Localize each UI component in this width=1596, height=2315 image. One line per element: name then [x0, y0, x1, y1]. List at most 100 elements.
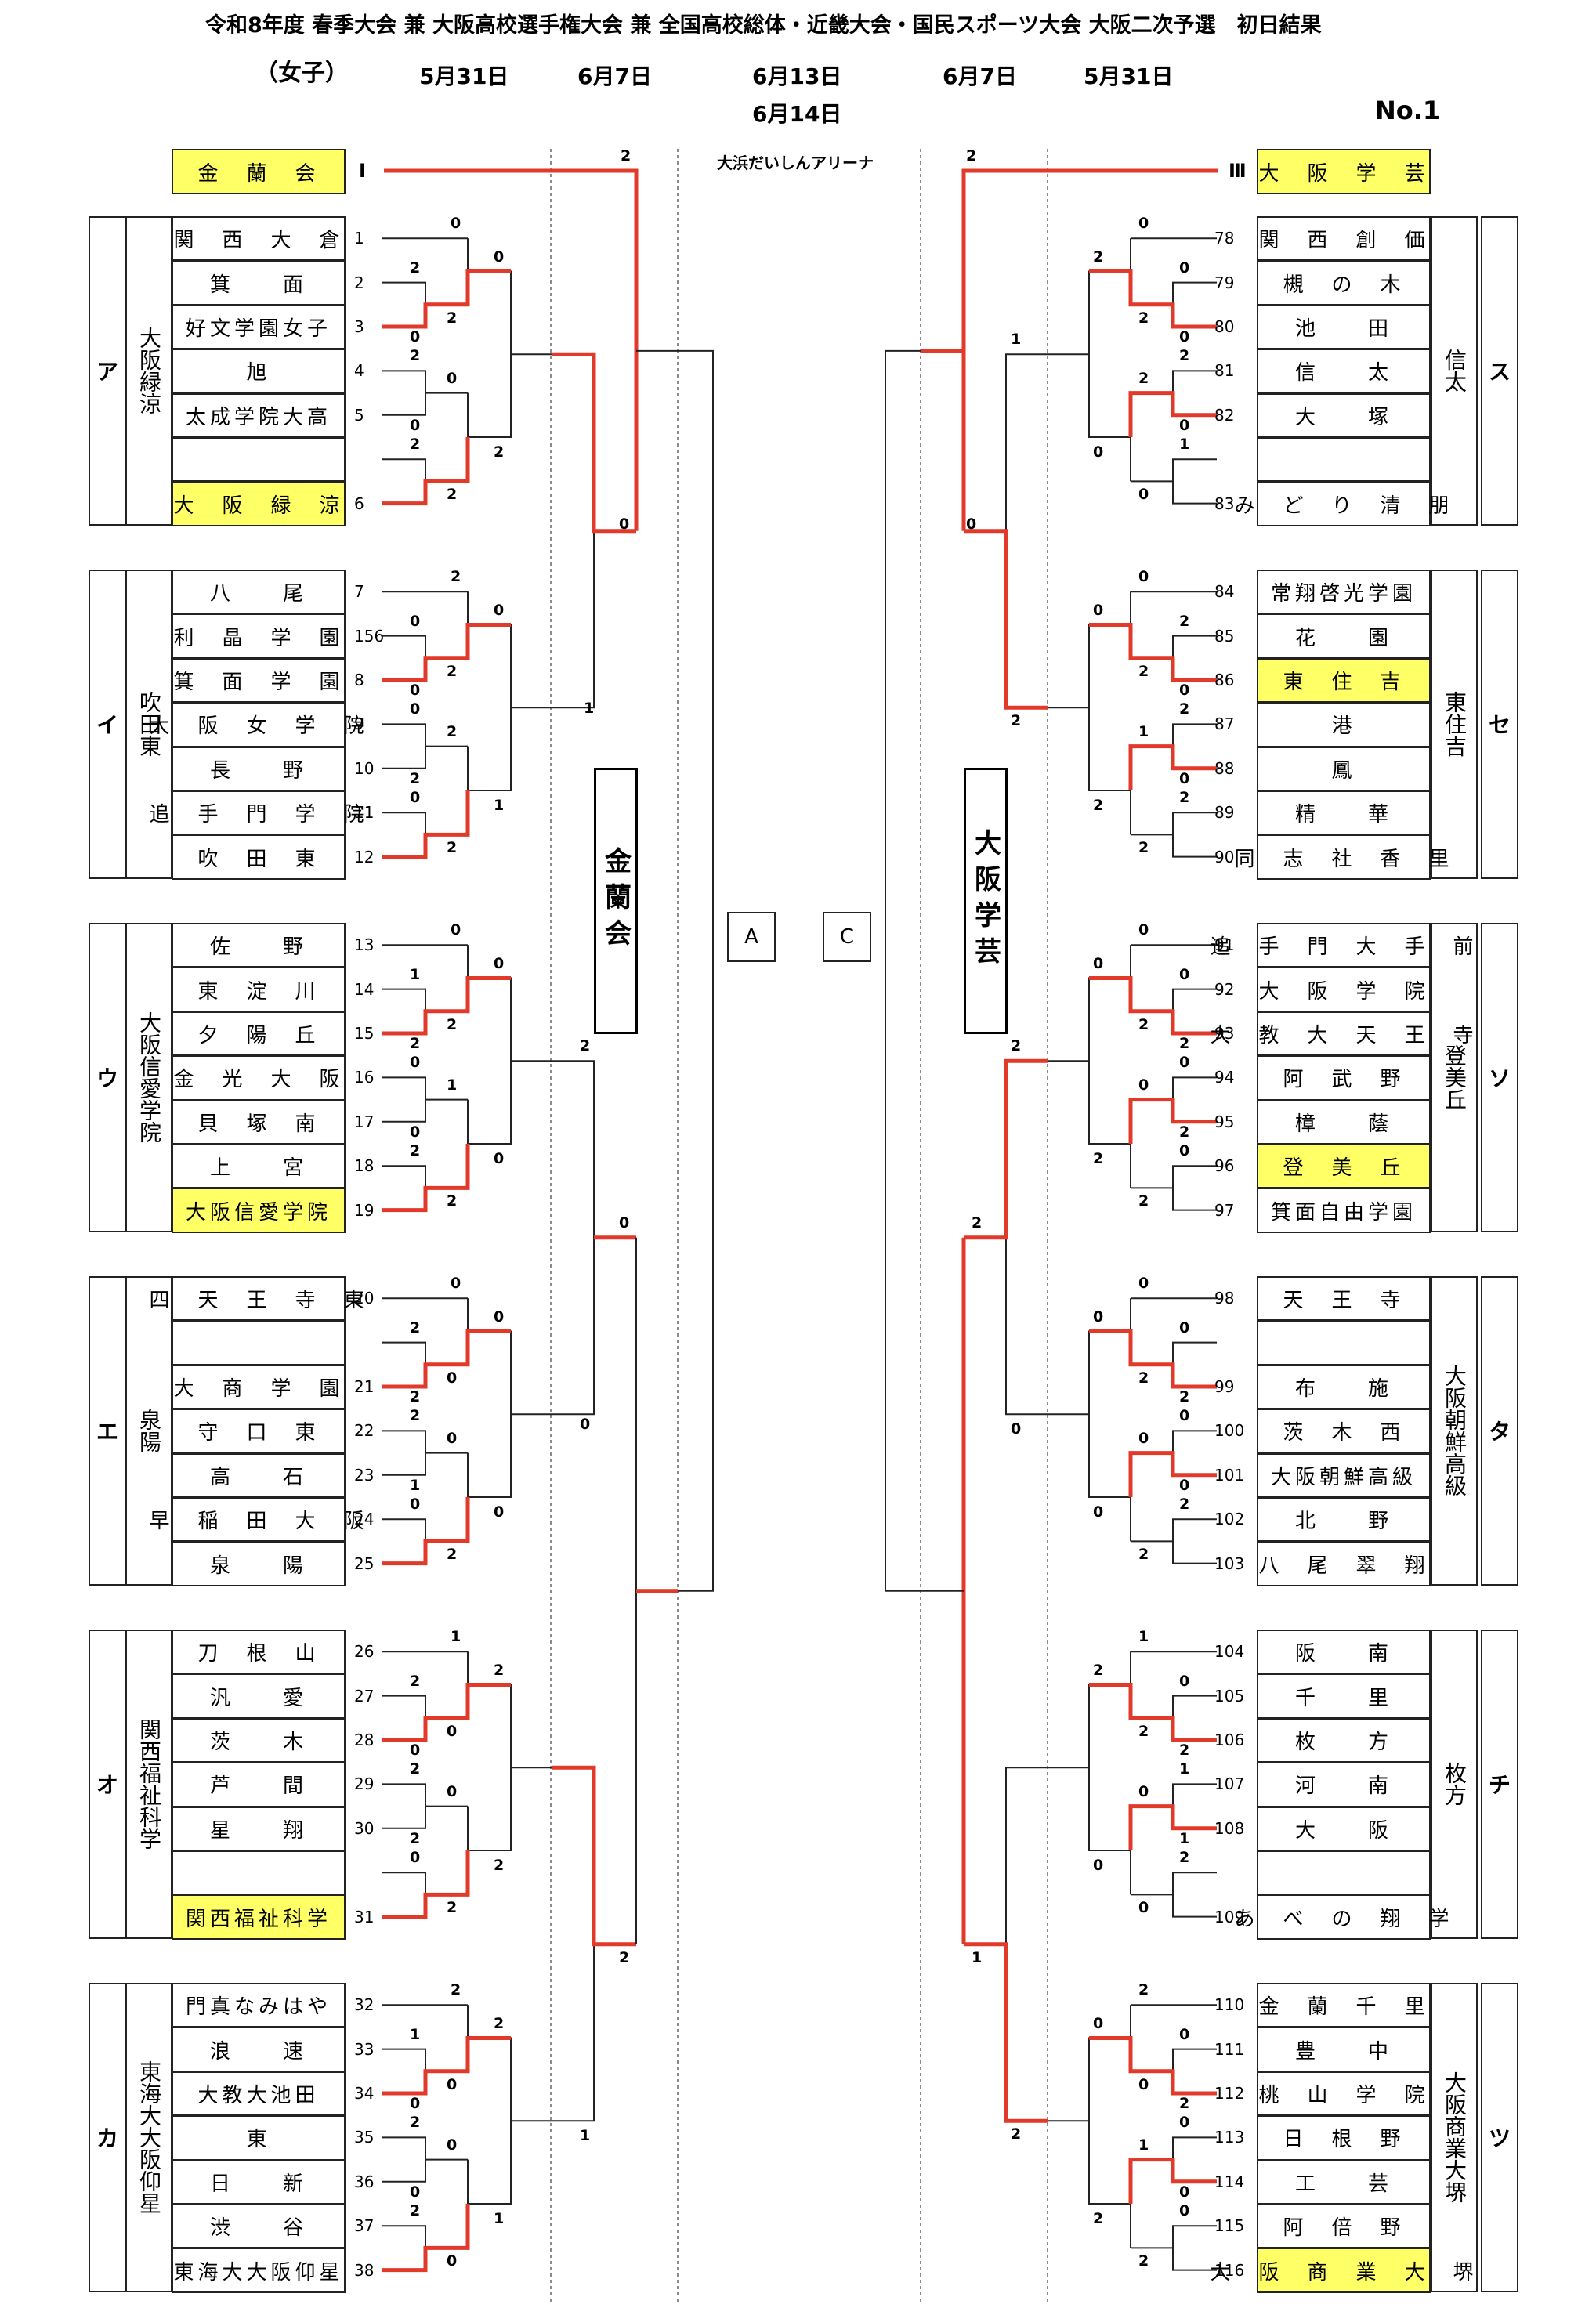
team-name: 渋 谷 [172, 2204, 346, 2249]
bracket-line [382, 370, 426, 416]
match-score: 2 [451, 1981, 461, 1999]
bracket-line [1172, 635, 1217, 681]
team-number: 14 [354, 979, 375, 999]
team-number: 82 [1214, 405, 1235, 425]
match-score: 2 [410, 436, 421, 454]
match-score: 0 [1138, 1429, 1149, 1447]
team-name: 河 南 [1257, 1762, 1431, 1807]
match-score: 2 [451, 568, 461, 586]
team-name: 星 翔 [172, 1806, 346, 1851]
bracket-line [1172, 1076, 1217, 1123]
bracket-line [1128, 1098, 1217, 1144]
bracket-line [468, 977, 512, 1145]
bracket-line [382, 1076, 426, 1123]
match-score: 2 [410, 347, 421, 365]
date-r2-left: 6月7日 [577, 63, 652, 89]
bracket-line [382, 1683, 511, 1742]
match-score: 2 [1179, 2095, 1190, 2112]
match-score: 2 [410, 259, 421, 277]
bracket-line [382, 1695, 426, 1741]
match-score: 0 [451, 1275, 461, 1293]
match-score: 0 [494, 248, 505, 266]
team-number: 24 [354, 1510, 375, 1529]
team-name: 日 根 野 [1257, 2115, 1431, 2161]
match-score: 0 [410, 612, 421, 630]
block-code-right-0: ス [1481, 216, 1518, 526]
match-score: 0 [1179, 2114, 1190, 2132]
seed-right-team: 大 阪 学 芸 [1257, 149, 1431, 194]
team-name: 追 手 門 大 手 前 [1211, 923, 1474, 968]
match-score: 0 [1179, 328, 1190, 345]
bracket-line [382, 1430, 426, 1476]
team-name: 芦 間 [172, 1762, 346, 1807]
bracket-line [1172, 281, 1217, 327]
match-score: 0 [410, 1742, 421, 1759]
team-number: 34 [354, 2084, 375, 2103]
match-score: 0 [410, 700, 421, 718]
team-number: 15 [354, 1024, 375, 1043]
match-score: 0 [410, 416, 421, 434]
match-score: 2 [1179, 789, 1190, 807]
bracket-line [1089, 976, 1217, 1036]
match-score: 1 [494, 797, 505, 814]
match-score: 2 [1179, 1496, 1190, 1514]
match-score: 0 [1179, 416, 1190, 434]
team-number: 109 [1214, 1907, 1245, 1926]
bracket-line [382, 723, 426, 769]
match-score: 2 [1179, 1742, 1190, 1759]
team-number: 111 [1214, 2039, 1245, 2059]
bracket-line [1172, 1165, 1217, 1211]
team-number: 79 [1214, 273, 1235, 292]
match-score: 2 [580, 1037, 591, 1055]
team-number: 2 [354, 273, 364, 292]
team-name: 大 商 学 園 [172, 1364, 346, 1410]
bracket-line [1172, 370, 1217, 416]
match-score: 2 [1138, 1369, 1149, 1387]
match-score: 0 [1093, 601, 1104, 619]
team-number: 21 [354, 1377, 375, 1396]
match-score: 0 [1093, 2014, 1104, 2032]
team-number: 23 [354, 1465, 375, 1485]
bracket-line [1172, 1872, 1217, 1918]
division-label: （女子） [255, 60, 349, 87]
team-number: 22 [354, 1421, 375, 1441]
match-score: 0 [1179, 1672, 1190, 1690]
match-score: 0 [619, 1214, 630, 1232]
match-score: 0 [447, 1722, 458, 1740]
team-number: 156 [354, 626, 385, 646]
team-name: 登 美 丘 [1257, 1144, 1431, 1189]
team-number: 29 [354, 1774, 375, 1794]
bracket-line [1172, 1430, 1217, 1476]
team-number: 114 [1214, 2172, 1245, 2191]
team-name: 樟 蔭 [1257, 1099, 1431, 1145]
match-score: 0 [1179, 1054, 1190, 1072]
team-number: 12 [354, 847, 375, 866]
match-score: 2 [447, 309, 458, 327]
bracket-line [1172, 2136, 1217, 2183]
team-name: 吹 田 東 [172, 834, 346, 880]
bracket-line [382, 1329, 511, 1389]
team-number: 78 [1214, 229, 1235, 248]
bracket-line [468, 1330, 512, 1498]
bracket-line [382, 2204, 470, 2273]
team-number: 87 [1214, 714, 1235, 734]
date-r1-right: 5月31日 [1084, 63, 1174, 89]
team-name: 旭 [172, 349, 346, 394]
block-name-left-5: 東海大大阪仰星 [125, 1983, 172, 2292]
team-name: 守 口 東 [172, 1409, 346, 1454]
match-score: 0 [1179, 1318, 1190, 1337]
team-name: 同 志 社 香 里 [1235, 834, 1449, 880]
match-score: 0 [410, 1123, 421, 1141]
bracket-line [1172, 1695, 1217, 1741]
match-score: 1 [1138, 722, 1149, 740]
team-name: 箕面自由学園 [1257, 1188, 1431, 1233]
team-name: 金 蘭 千 里 [1257, 1983, 1431, 2028]
team-number: 113 [1214, 2128, 1245, 2147]
team-name: 槻 の 木 [1257, 260, 1431, 306]
match-score: 2 [410, 2202, 421, 2220]
block-name-right-1: 東住吉 [1431, 570, 1478, 879]
bracket-line [885, 349, 921, 1592]
match-score: 2 [447, 662, 458, 680]
match-score: 0 [1093, 1503, 1104, 1521]
